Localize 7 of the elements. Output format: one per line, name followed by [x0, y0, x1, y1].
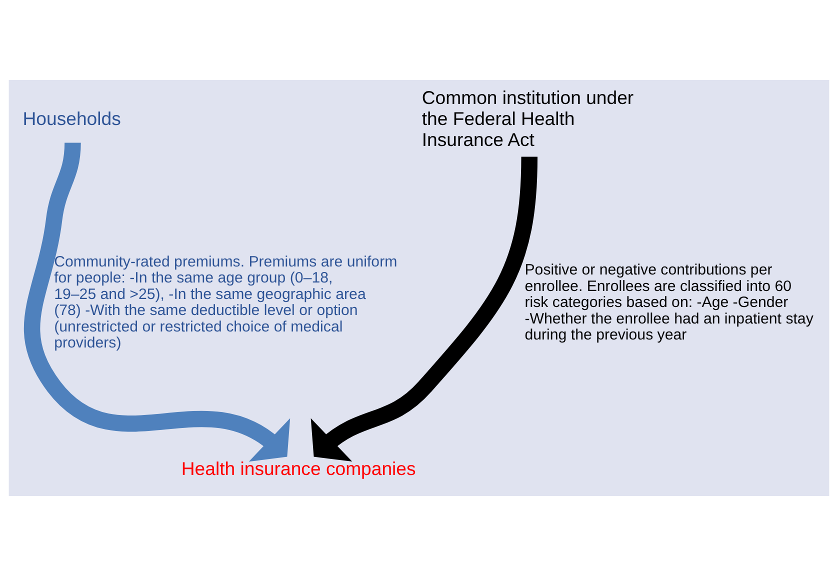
node-text: Health insurance companies	[181, 457, 416, 478]
edge-label: Positive or negative contributions per enrollee. Enrollees are classified into 60 risk categories based on: -Age -Gender -Whether the enrollee had an inpatient stay during the previous year	[524, 261, 814, 344]
arrow	[310, 156, 538, 462]
arrow	[24, 142, 290, 462]
edge-label: Community-rated premiums. Premiums are uniform for people: -In the same age group (0–18, 19–25 and >25), -In the same geographic area (78) -With the same deductible level or option (unrestricted or restricted choice of medical providers)	[54, 252, 398, 352]
node-text: Common institution under the Federal Health Insurance Act	[422, 86, 634, 150]
node-text: Households	[22, 108, 121, 129]
